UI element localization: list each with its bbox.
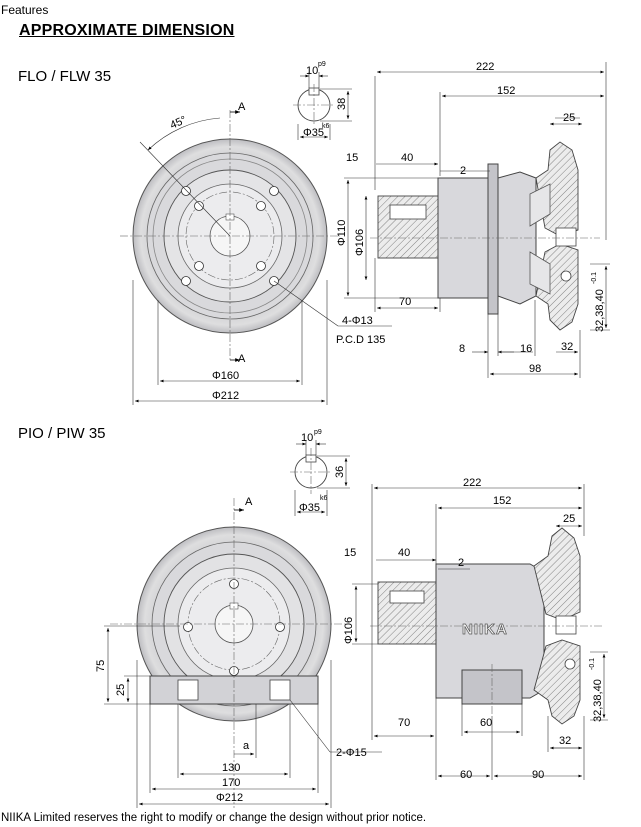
flo-tread-range: 32,38,40 <box>594 289 606 332</box>
pio-hub-len: 40 <box>398 547 410 559</box>
flo-gap: 2 <box>460 165 466 177</box>
pio-key-height: 36 <box>334 466 346 478</box>
flo-tread-tol: -0.1 <box>591 272 598 284</box>
flo-shaft-tol: k6 <box>322 123 330 130</box>
flo-body-length: 152 <box>497 85 515 97</box>
pio-dia-out: Φ212 <box>216 792 243 804</box>
pio-front-view <box>104 498 382 808</box>
flo-pcd: P.C.D 135 <box>336 334 385 346</box>
pio-tread-range: 32,38,40 <box>592 679 604 722</box>
pio-foot-pos: 60 <box>460 769 472 781</box>
pio-gap: 2 <box>458 557 464 569</box>
pio-base-width: 130 <box>222 762 240 774</box>
flo-rim-len: 16 <box>520 343 532 355</box>
flo-hub-len: 40 <box>401 152 413 164</box>
flo-overall-length: 222 <box>476 61 494 73</box>
flo-wheel-offset: 32 <box>561 341 573 353</box>
page-title: APPROXIMATE DIMENSION <box>19 22 235 39</box>
flo-flange-thk: 8 <box>459 343 465 355</box>
flo-key-height: 38 <box>336 98 348 110</box>
pio-center-mark: a <box>243 740 250 752</box>
flo-angle-label: 45° <box>168 114 188 132</box>
pio-foot-height: 25 <box>115 684 127 696</box>
pio-shaft-len: 15 <box>344 547 356 559</box>
flo-bolt-holes: 4-Φ13 <box>342 315 373 327</box>
pio-key-width: 10 <box>301 432 313 444</box>
flo-side-view <box>344 62 610 378</box>
flo-front-view <box>120 110 392 405</box>
pio-pilot-dia: Φ106 <box>343 617 355 644</box>
flo-key-width-tol: p9 <box>318 61 326 68</box>
pio-foot-width: 170 <box>222 777 240 789</box>
pio-shaft-tol: k6 <box>320 495 328 502</box>
pio-foot-span: 90 <box>532 769 544 781</box>
pio-body-length: 152 <box>493 495 511 507</box>
header-label: Features <box>1 3 49 17</box>
flo-shaft-len: 15 <box>346 152 358 164</box>
flo-key-width: 10 <box>306 65 318 77</box>
pio-key-detail <box>290 440 350 516</box>
pio-height: 75 <box>95 660 107 672</box>
flo-dia-mid: Φ160 <box>212 370 239 382</box>
pio-key-width-tol: p9 <box>314 429 322 436</box>
pio-bolt-holes: 2-Φ15 <box>336 747 367 759</box>
pio-side-view <box>352 484 608 780</box>
model-label-flo: FLO / FLW 35 <box>18 68 112 85</box>
flo-wheel-total: 98 <box>529 363 541 375</box>
pio-section-mark: A <box>245 496 253 508</box>
brand-logo: NIIKA <box>462 621 508 638</box>
pio-wheel-offset: 32 <box>559 735 571 747</box>
flo-flange-len: 70 <box>399 296 411 308</box>
flo-shaft-dia: Φ35 <box>303 127 324 139</box>
pio-shaft-dia: Φ35 <box>299 502 320 514</box>
flo-pilot-dia: Φ106 <box>354 229 366 256</box>
footer-note: NIIKA Limited reserves the right to modi… <box>1 812 427 824</box>
flo-section-mark-top: A <box>238 101 246 113</box>
flo-section-mark-bottom: A <box>238 353 246 365</box>
flo-wheel-width: 25 <box>563 112 575 124</box>
pio-tread-tol: -0.1 <box>589 658 596 670</box>
pio-overall-length: 222 <box>463 477 481 489</box>
pio-wheel-width: 25 <box>563 513 575 525</box>
model-label-pio: PIO / PIW 35 <box>18 425 106 442</box>
flo-key-detail <box>293 72 352 140</box>
pio-flange-len: 70 <box>398 717 410 729</box>
flo-spigot-dia: Φ110 <box>336 220 348 246</box>
flo-dia-out: Φ212 <box>212 390 239 402</box>
pio-base-len: 60 <box>480 717 492 729</box>
